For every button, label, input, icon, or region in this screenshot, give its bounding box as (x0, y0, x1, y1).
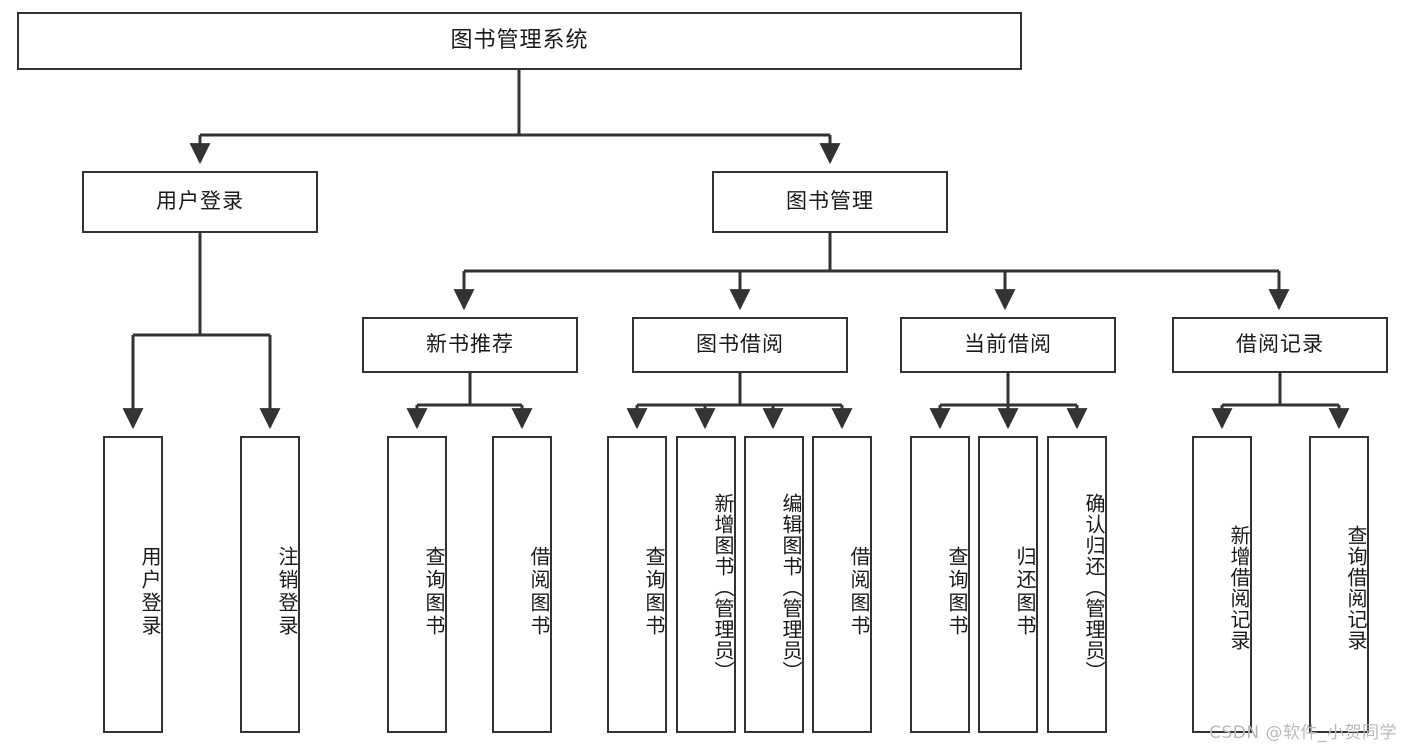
node-leaf-query-book-1[interactable]: 查询图书 (387, 436, 447, 733)
node-leaf-borrow-book-2-label: 借阅图书 (847, 545, 871, 638)
node-leaf-confirm-return[interactable]: 确认归还（管理员） (1047, 436, 1107, 733)
node-leaf-confirm-return-label: 确认归还（管理员） (1082, 493, 1106, 682)
node-leaf-logout-label: 注销登录 (275, 545, 299, 638)
node-borrow-record-label: 借阅记录 (1236, 332, 1324, 357)
node-new-book-rec-label: 新书推荐 (426, 332, 514, 357)
node-user-login[interactable]: 用户登录 (82, 171, 318, 233)
node-leaf-return-book[interactable]: 归还图书 (978, 436, 1038, 733)
node-leaf-borrow-book-2[interactable]: 借阅图书 (812, 436, 872, 733)
node-book-manage-label: 图书管理 (786, 189, 874, 214)
node-leaf-query-book-3-label: 查询图书 (945, 545, 969, 638)
node-leaf-query-book-1-label: 查询图书 (422, 545, 446, 638)
node-leaf-logout[interactable]: 注销登录 (240, 436, 300, 733)
node-root[interactable]: 图书管理系统 (17, 12, 1022, 70)
node-borrow-record[interactable]: 借阅记录 (1172, 317, 1388, 373)
node-leaf-edit-book-label: 编辑图书（管理员） (779, 493, 803, 682)
node-book-borrow-label: 图书借阅 (696, 332, 784, 357)
csdn-watermark: CSDN @软件_小贺同学 (1209, 723, 1397, 743)
node-new-book-rec[interactable]: 新书推荐 (362, 317, 578, 373)
node-leaf-user-login-label: 用户登录 (138, 545, 162, 638)
node-leaf-query-book-3[interactable]: 查询图书 (910, 436, 970, 733)
node-leaf-query-record-label: 查询借阅记录 (1344, 524, 1368, 651)
node-user-login-label: 用户登录 (156, 189, 244, 214)
node-leaf-add-book-label: 新增图书（管理员） (711, 493, 735, 682)
node-leaf-query-record[interactable]: 查询借阅记录 (1309, 436, 1369, 733)
node-leaf-add-book[interactable]: 新增图书（管理员） (676, 436, 736, 733)
node-root-label: 图书管理系统 (450, 27, 589, 53)
node-leaf-query-book-2[interactable]: 查询图书 (607, 436, 667, 733)
node-leaf-return-book-label: 归还图书 (1013, 545, 1037, 638)
node-current-borrow-label: 当前借阅 (964, 332, 1052, 357)
node-leaf-add-record-label: 新增借阅记录 (1227, 524, 1251, 651)
node-current-borrow[interactable]: 当前借阅 (900, 317, 1116, 373)
node-book-manage[interactable]: 图书管理 (712, 171, 948, 233)
node-leaf-edit-book[interactable]: 编辑图书（管理员） (744, 436, 804, 733)
node-leaf-borrow-book-1[interactable]: 借阅图书 (492, 436, 552, 733)
node-leaf-query-book-2-label: 查询图书 (642, 545, 666, 638)
node-leaf-add-record[interactable]: 新增借阅记录 (1192, 436, 1252, 733)
node-leaf-borrow-book-1-label: 借阅图书 (527, 545, 551, 638)
node-leaf-user-login[interactable]: 用户登录 (103, 436, 163, 733)
node-book-borrow[interactable]: 图书借阅 (632, 317, 848, 373)
